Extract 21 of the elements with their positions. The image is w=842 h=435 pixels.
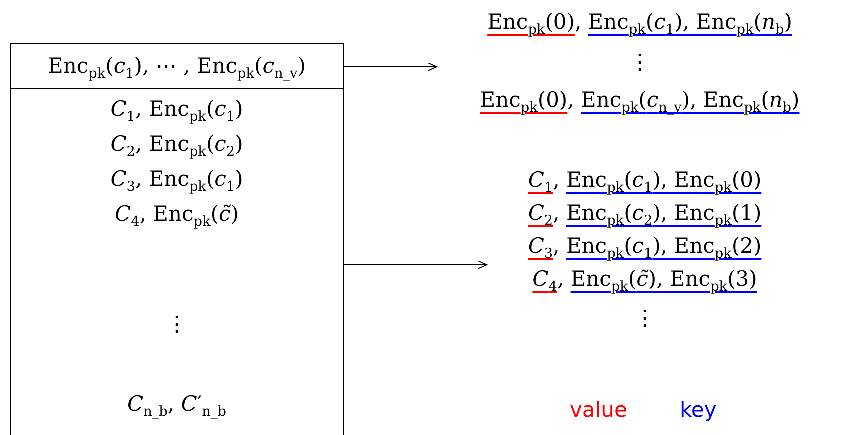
table-cell bbox=[10, 43, 344, 89]
table-cell bbox=[10, 88, 344, 435]
formula-text: C$_{n_b}$, C′$_{n_b}$ bbox=[128, 394, 226, 420]
formula-text: ⋮ bbox=[634, 308, 656, 329]
formula-text: Enc$_{pk}$(0), Enc$_{pk}$(c$_{1}$), Enc$_{pk}$(n$_{b}$) bbox=[488, 12, 792, 38]
formula-text: ⋮ bbox=[166, 314, 188, 335]
legend-text: value bbox=[570, 398, 628, 422]
formula-text: C$_{3}$, Enc$_{pk}$(c$_{1}$) bbox=[110, 169, 244, 195]
arrow bbox=[344, 62, 438, 72]
formula-text: ⋮ bbox=[630, 52, 650, 73]
legend-text: key bbox=[680, 398, 717, 422]
formula-text: Enc$_{pk}$(c$_{1}$), ⋯ , Enc$_{pk}$(c$_{n_v}$) bbox=[48, 56, 306, 82]
formula-text: C$_{2}$, Enc$_{pk}$(c$_{2}$), Enc$_{pk}$(1) bbox=[528, 203, 762, 229]
formula-text: C$_{2}$, Enc$_{pk}$(c$_{2}$) bbox=[110, 134, 244, 160]
formula-text: Enc$_{pk}$(0), Enc$_{pk}$(c$_{n_v}$), Enc$_{pk}$(n$_{b}$) bbox=[480, 90, 800, 116]
formula-text: C$_{4}$, Enc$_{pk}$(c̃), Enc$_{pk}$(3) bbox=[532, 269, 758, 295]
formula-text: C$_{1}$, Enc$_{pk}$(c$_{1}$), Enc$_{pk}$(0) bbox=[528, 170, 762, 196]
formula-text: C$_{4}$, Enc$_{pk}$(c̃) bbox=[115, 204, 239, 230]
formula-text: C$_{1}$, Enc$_{pk}$(c$_{1}$) bbox=[110, 99, 244, 125]
formula-text: C$_{3}$, Enc$_{pk}$(c$_{1}$), Enc$_{pk}$(2) bbox=[528, 236, 762, 262]
arrow bbox=[344, 260, 488, 270]
